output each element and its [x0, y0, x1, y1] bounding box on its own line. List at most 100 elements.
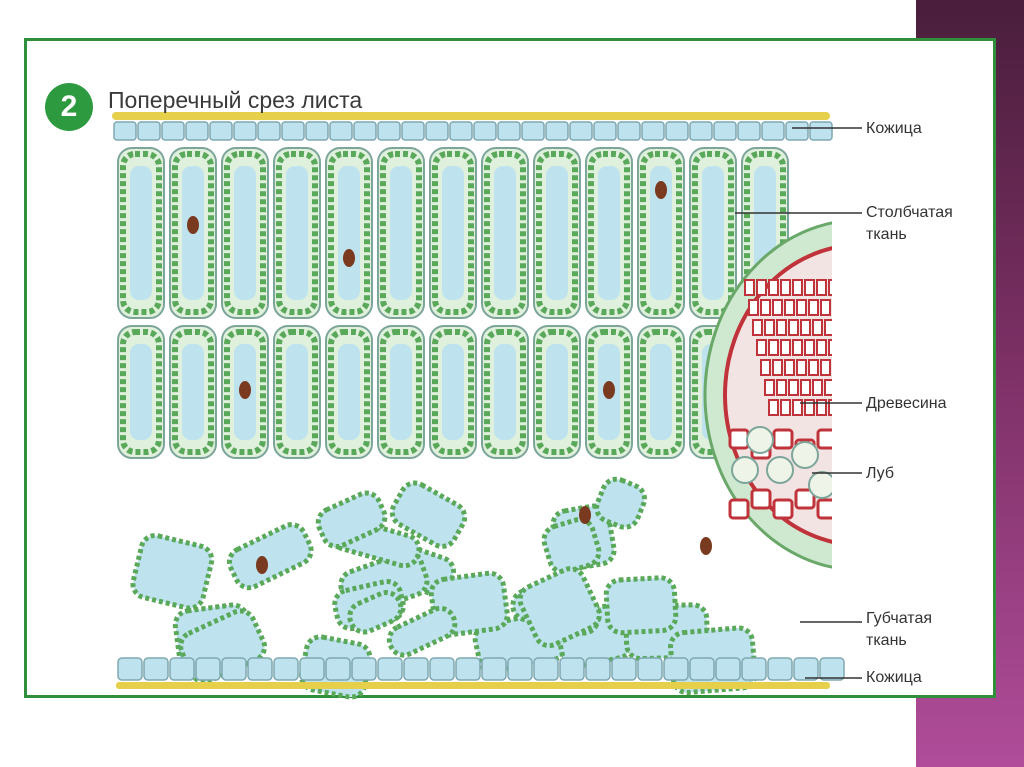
- xylem-vessel: [750, 488, 772, 510]
- xylem-vessel: [820, 299, 831, 316]
- label-spongy-line1: Губчатая: [866, 610, 932, 627]
- nucleus: [655, 181, 667, 199]
- epidermis-cell: [377, 121, 401, 141]
- phloem-cell: [791, 441, 819, 469]
- chloroplasts: [380, 151, 422, 315]
- xylem-vessel: [845, 360, 854, 375]
- xylem-vessel: [772, 428, 794, 450]
- xylem-vessel: [800, 319, 811, 336]
- vacuole: [130, 344, 152, 440]
- epidermis-cell: [559, 657, 585, 681]
- epidermis-cell: [761, 121, 785, 141]
- vacuole: [338, 166, 360, 300]
- chloroplasts: [692, 151, 734, 315]
- vacuole: [130, 166, 152, 300]
- epidermis-cell: [143, 657, 169, 681]
- epidermis-cell: [819, 657, 845, 681]
- epidermis-cell: [185, 121, 209, 141]
- epidermis-cell: [521, 121, 545, 141]
- xylem-vessel: [794, 488, 816, 510]
- phloem-cells: [731, 426, 832, 499]
- xylem-vessel: [796, 299, 807, 316]
- epidermis-cell: [585, 657, 611, 681]
- xylem-vessel: [837, 380, 846, 395]
- vacuole: [234, 166, 256, 300]
- xylem-vessel: [776, 379, 787, 396]
- epidermis-cell: [329, 121, 353, 141]
- epidermis-cell: [767, 657, 793, 681]
- xylem-vessel: [784, 359, 795, 376]
- vacuole: [338, 344, 360, 440]
- xylem-vessel: [764, 379, 775, 396]
- label-palisade-line2: ткань: [866, 226, 907, 243]
- spongy-cell: [541, 517, 602, 575]
- vacuole: [182, 344, 204, 440]
- xylem-vessel: [812, 319, 823, 336]
- epidermis-cell: [593, 121, 617, 141]
- chloroplasts: [172, 151, 214, 315]
- xylem-vessel: [728, 428, 750, 450]
- nucleus: [579, 506, 591, 524]
- nucleus: [187, 216, 199, 234]
- epidermis-cell: [257, 121, 281, 141]
- nucleus: [239, 381, 251, 399]
- xylem-vessel: [788, 379, 799, 396]
- xylem-vessel: [796, 359, 807, 376]
- epidermis-cell: [351, 657, 377, 681]
- epidermis-cell: [617, 121, 641, 141]
- chloroplasts: [640, 151, 682, 315]
- label-xylem: Древесина: [866, 395, 947, 412]
- nucleus: [603, 381, 615, 399]
- epidermis-cell: [281, 121, 305, 141]
- epidermis-cell: [325, 657, 351, 681]
- epidermis-cell: [741, 657, 767, 681]
- chloroplasts: [224, 329, 266, 455]
- vacuole: [286, 166, 308, 300]
- xylem-vessel: [837, 320, 846, 335]
- epidermis-cell: [449, 121, 473, 141]
- palisade-tissue: [117, 147, 789, 459]
- epidermis-cell: [481, 657, 507, 681]
- vacuole: [702, 166, 724, 300]
- label-upper-epidermis: Кожица: [866, 120, 922, 137]
- nucleus: [343, 249, 355, 267]
- chloroplasts: [588, 151, 630, 315]
- vacuole: [390, 344, 412, 440]
- spongy-cell: [130, 533, 215, 611]
- xylem-vessel: [849, 380, 858, 395]
- chloroplasts: [692, 329, 734, 455]
- xylem-vessel: [833, 300, 842, 315]
- vacuole: [598, 166, 620, 300]
- chloroplasts: [328, 151, 370, 315]
- xylem-vessel: [748, 299, 759, 316]
- chloroplasts: [328, 329, 370, 455]
- xylem-vessel: [744, 279, 755, 296]
- epidermis-cell: [377, 657, 403, 681]
- epidermis-cell: [429, 657, 455, 681]
- epidermis-cell: [497, 121, 521, 141]
- xylem-vessel: [752, 319, 763, 336]
- epidermis-cell: [809, 121, 833, 141]
- phloem-cell: [746, 426, 774, 454]
- xylem-vessel: [768, 339, 779, 356]
- xylem-vessel: [772, 299, 783, 316]
- vacuole: [390, 166, 412, 300]
- chloroplasts: [224, 151, 266, 315]
- epidermis-cell: [569, 121, 593, 141]
- xylem-vessel: [784, 299, 795, 316]
- vascular-bundle: [703, 221, 858, 569]
- xylem-vessel: [804, 279, 815, 296]
- xylem-vessels: [728, 279, 858, 520]
- vacuole: [442, 344, 464, 440]
- label-lower-epidermis: Кожица: [866, 669, 922, 686]
- spongy-cell: [517, 566, 602, 649]
- xylem-vessel: [833, 360, 842, 375]
- epidermis-cell: [403, 657, 429, 681]
- vacuole: [650, 166, 672, 300]
- xylem-vessel: [772, 359, 783, 376]
- xylem-vessel: [772, 498, 794, 520]
- epidermis-cell: [785, 121, 809, 141]
- xylem-vessel: [828, 339, 832, 356]
- xylem-vessel: [756, 279, 767, 296]
